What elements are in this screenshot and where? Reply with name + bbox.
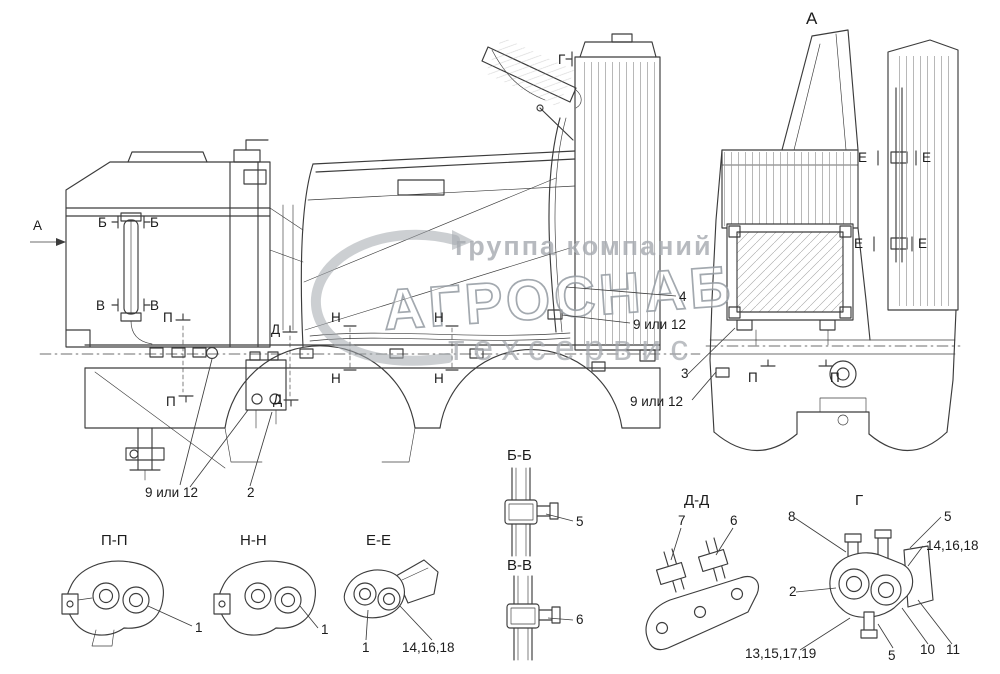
callout-9-12-a: 9 или 12	[633, 317, 686, 332]
callout-2: 2	[247, 485, 255, 500]
callout-g-2: 2	[789, 584, 797, 599]
callout-bb-5: 5	[576, 514, 584, 529]
callout-3: 3	[681, 366, 689, 381]
detail-ee: Е-Е 1 14,16,18	[343, 532, 455, 655]
section-mark-b-1: Б	[98, 215, 107, 230]
section-mark-e-4: Е	[918, 236, 927, 251]
detail-pp: П-П 1	[61, 532, 203, 647]
watermark-arrow-icon	[452, 230, 474, 250]
section-mark-n-3: Н	[331, 371, 341, 386]
callout-pp-1: 1	[195, 620, 203, 635]
watermark-top-text: группа компаний	[455, 231, 713, 261]
section-mark-e-3: Е	[854, 236, 863, 251]
watermark-bottom-text: техсервис	[448, 327, 697, 368]
callout-g-13-15-17-19: 13,15,17,19	[745, 646, 816, 661]
section-mark-n-4: Н	[434, 371, 444, 386]
detail-title-nn: Н-Н	[240, 532, 267, 549]
callout-9-12-c: 9 или 12	[145, 485, 198, 500]
callout-g-14-16-18: 14,16,18	[926, 538, 979, 553]
tractor-rear-view	[705, 29, 961, 452]
callout-g-10: 10	[920, 642, 935, 657]
section-mark-e-1: Е	[858, 150, 867, 165]
section-mark-d-2: Д	[273, 392, 282, 407]
section-mark-e-2: Е	[922, 150, 931, 165]
view-label-a-top: А	[806, 9, 818, 28]
section-mark-p-4: П	[830, 370, 840, 385]
callout-ee-1: 1	[362, 640, 370, 655]
section-mark-v-2: В	[150, 298, 159, 313]
detail-title-g: Г	[855, 492, 863, 509]
detail-nn: Н-Н 1	[213, 532, 329, 637]
callout-g-8: 8	[788, 509, 796, 524]
view-direction-label-a: А	[33, 218, 42, 233]
view-a-arrow-icon	[56, 238, 66, 246]
detail-g: Г 8 5 14,16,18 2 13,15,17,19 5 10 11	[745, 492, 979, 663]
detail-bb: Б-Б 5	[504, 447, 584, 557]
callout-vv-6: 6	[576, 612, 584, 627]
callout-dd-6: 6	[730, 513, 738, 528]
detail-title-bb: Б-Б	[507, 447, 532, 464]
detail-vv: В-В 6	[506, 557, 584, 661]
callout-nn-1: 1	[321, 622, 329, 637]
section-mark-n-1: Н	[331, 310, 341, 325]
section-mark-p-2: П	[166, 394, 176, 409]
detail-title-dd: Д-Д	[684, 492, 709, 509]
callout-ee-14-16-18: 14,16,18	[402, 640, 455, 655]
callout-9-12-b: 9 или 12	[630, 394, 683, 409]
callout-dd-7: 7	[678, 513, 686, 528]
section-mark-n-2: Н	[434, 310, 444, 325]
main-callouts: 4 9 или 12 3 9 или 12 9 или 12 2	[145, 286, 736, 500]
callout-g-5-bottom: 5	[888, 648, 896, 663]
section-mark-v-1: В	[96, 298, 105, 313]
callout-4: 4	[679, 289, 687, 304]
tractor-side-view	[39, 33, 701, 481]
detail-title-vv: В-В	[507, 557, 532, 574]
detail-title-ee: Е-Е	[366, 532, 391, 549]
callout-g-11: 11	[946, 642, 960, 657]
section-mark-p-3: П	[748, 370, 758, 385]
watermark-swoosh-icon	[310, 229, 460, 366]
section-mark-d-1: Д	[271, 322, 280, 337]
section-mark-g-top: Г	[558, 52, 566, 67]
detail-title-pp: П-П	[101, 532, 128, 549]
callout-g-5-top: 5	[944, 509, 952, 524]
section-mark-p-1: П	[163, 310, 173, 325]
annotations: А А Б Б В В П П Д Д Н Н Н Н Г Е Е Е Е	[30, 9, 931, 409]
detail-dd: Д-Д 7 6	[645, 492, 759, 651]
section-mark-b-2: Б	[150, 215, 159, 230]
watermark: группа компаний АГРОСНАБ техсервис	[310, 229, 737, 368]
